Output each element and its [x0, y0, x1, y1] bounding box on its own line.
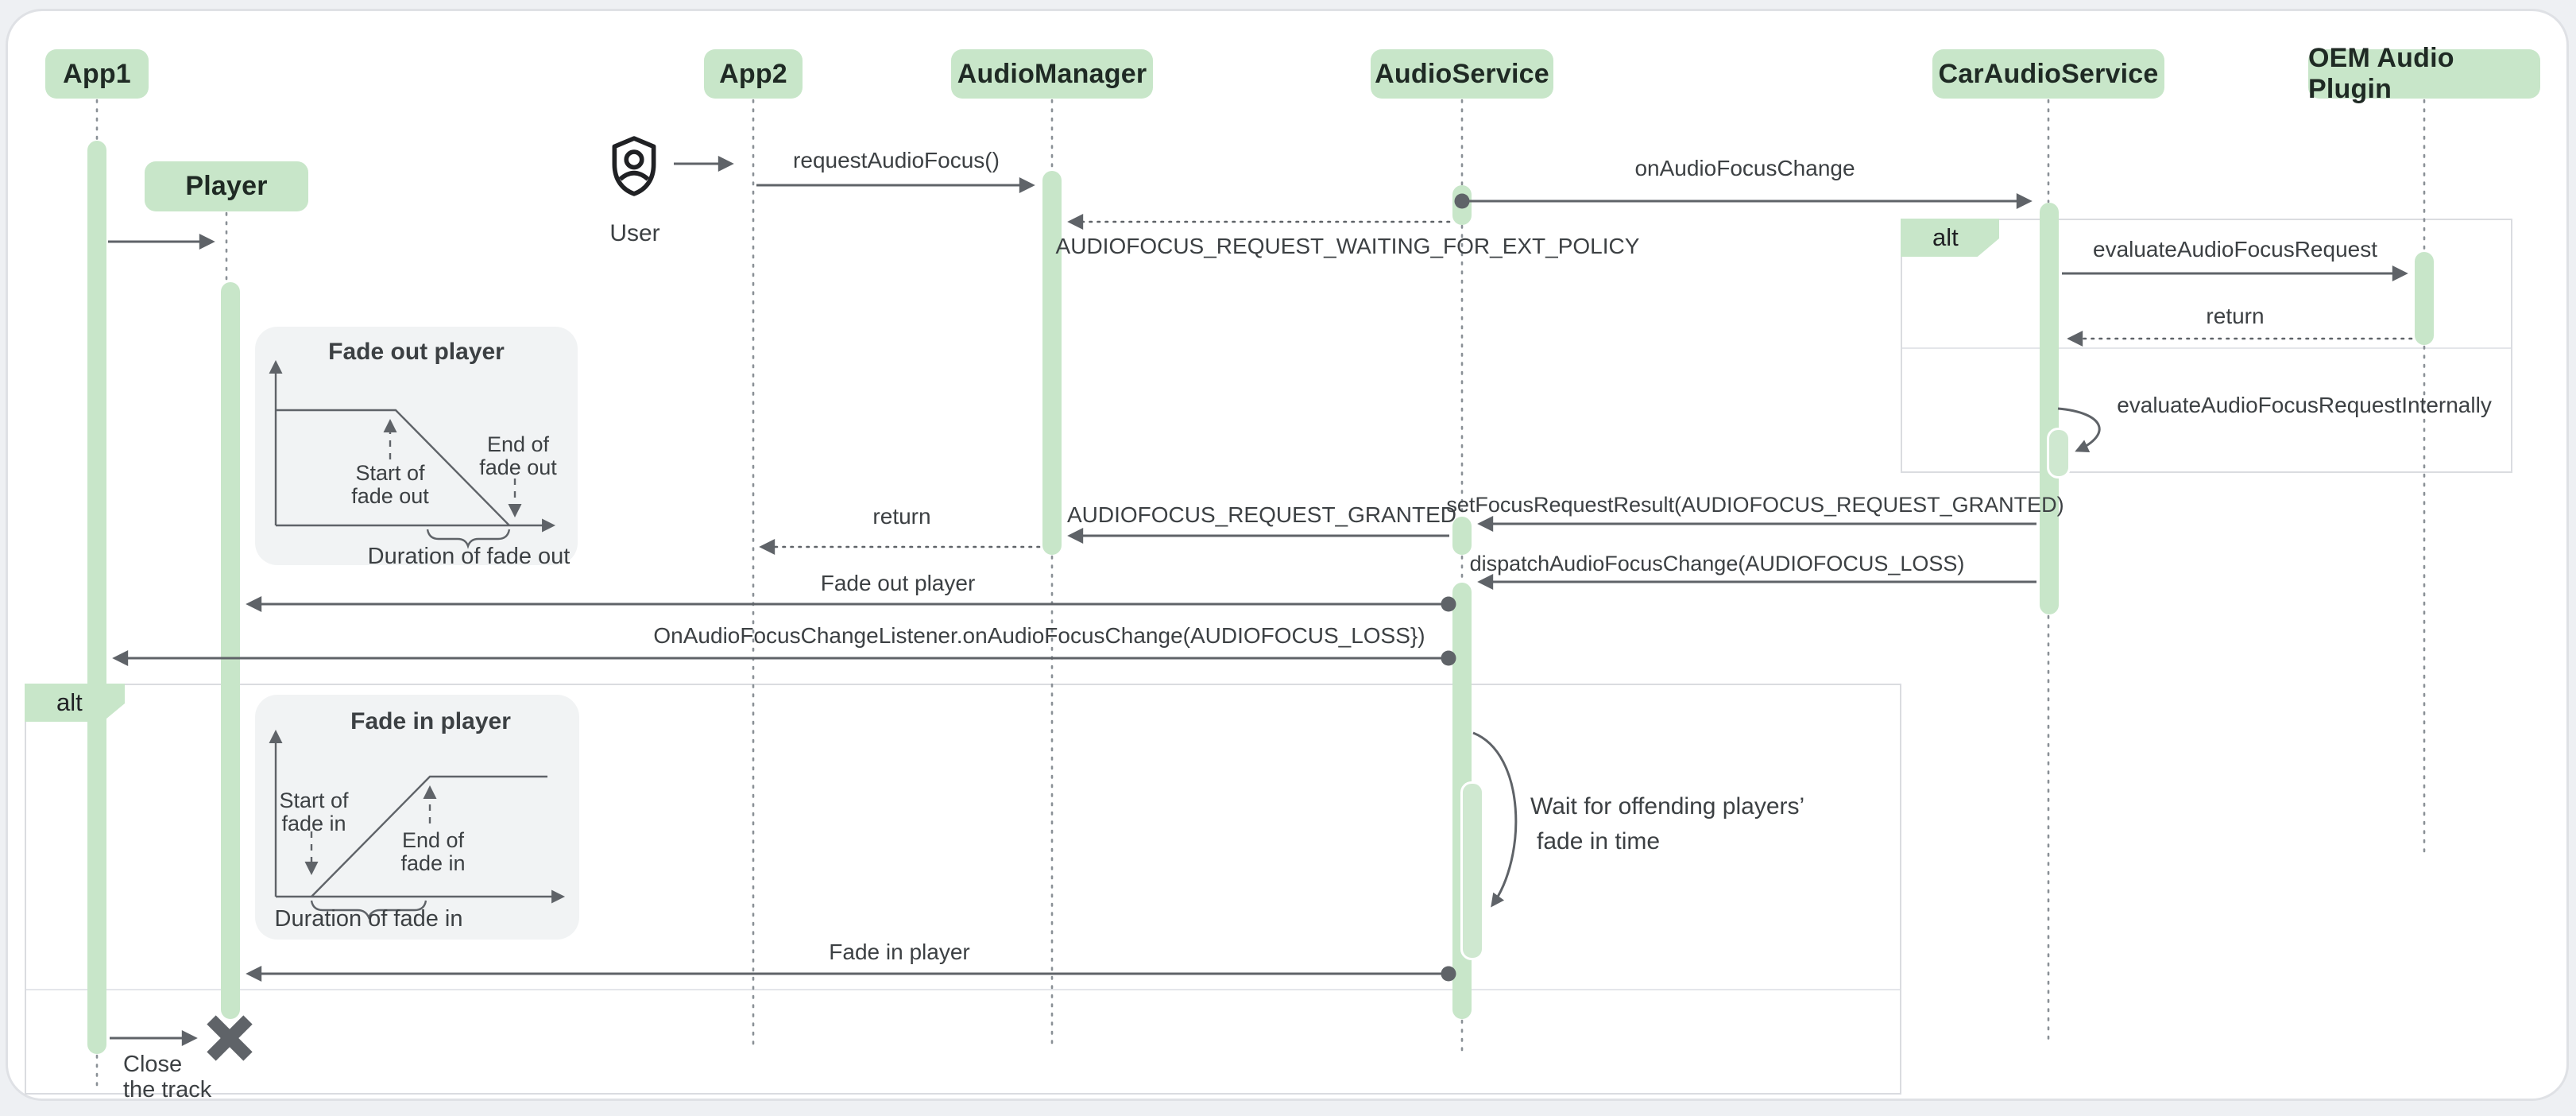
fade-in-end-label1: End of [401, 828, 465, 852]
fade-in-duration-label: Duration of fade in [274, 906, 463, 932]
note-wait-line2: fade in time [1537, 828, 1661, 854]
alt-frame-label-tab: alt [1901, 219, 1999, 257]
alt-frame-label-tab: alt [25, 684, 125, 722]
participant-label: AudioService [1375, 58, 1549, 89]
participant-label: CarAudioService [1938, 58, 2159, 89]
participant-label: App2 [719, 58, 787, 89]
activation-audioservice-1 [1452, 185, 1472, 225]
label-waiting-ext-policy: AUDIOFOCUS_REQUEST_WAITING_FOR_EXT_POLIC… [1055, 234, 1640, 258]
fade-in-chart-title: Fade in player [350, 708, 511, 734]
alt-frame-divider [26, 989, 1900, 990]
participant-audiomanager: AudioManager [951, 49, 1153, 99]
participant-label: App1 [63, 58, 131, 89]
label-dispatch-focus-loss: dispatchAudioFocusChange(AUDIOFOCUS_LOSS… [1469, 552, 1965, 575]
fade-in-start-label2: fade in [281, 812, 346, 835]
label-evaluate-audio-focus-request: evaluateAudioFocusRequest [2092, 237, 2378, 262]
alt-label: alt [56, 688, 83, 716]
participant-caraudioservice: CarAudioService [1932, 49, 2164, 99]
label-fade-in-player: Fade in player [829, 940, 970, 964]
label-return-app2: return [872, 504, 931, 529]
label-set-focus-request-result: setFocusRequestResult(AUDIOFOCUS_REQUEST… [1446, 493, 2064, 517]
activation-player [221, 282, 240, 1019]
fade-out-duration-label: Duration of fade out [367, 544, 571, 569]
participant-app1: App1 [45, 49, 149, 99]
participant-label: OEM Audio Plugin [2308, 43, 2454, 104]
participant-app2: App2 [704, 49, 803, 99]
label-close-line2: the track [123, 1077, 212, 1102]
fade-out-chart-title: Fade out player [328, 339, 505, 365]
label-fade-out-player: Fade out player [820, 571, 976, 595]
participant-oem-audio-plugin: OEM Audio Plugin [2308, 43, 2540, 104]
activation-audioservice-nested [1460, 781, 1484, 960]
label-close-line1: Close [123, 1052, 183, 1077]
fade-in-end-label2: fade in [400, 851, 466, 875]
alt-frame-fade-in [25, 684, 1901, 1095]
user-shield-icon [612, 136, 656, 196]
label-evaluate-internally: evaluateAudioFocusRequestInternally [2117, 393, 2492, 417]
fade-out-end-label2: fade out [479, 455, 557, 479]
label-return-oem: return [2206, 304, 2265, 328]
activation-oem-plugin [2415, 252, 2434, 345]
label-request-audio-focus: requestAudioFocus() [793, 148, 1000, 172]
actor-user-label: User [609, 220, 660, 246]
participant-audioservice: AudioService [1371, 49, 1553, 99]
activation-audiomanager [1042, 171, 1062, 555]
label-request-granted: AUDIOFOCUS_REQUEST_GRANTED [1066, 502, 1457, 527]
fade-out-end-label1: End of [486, 432, 550, 456]
alt-frame-focus-evaluation [1901, 219, 2512, 473]
fade-out-start-label1: Start of [355, 461, 425, 485]
alt-frame-divider [1902, 347, 2511, 349]
participant-label: AudioManager [957, 58, 1147, 89]
participant-player: Player [145, 161, 308, 211]
participant-label: Player [185, 171, 268, 201]
alt-label: alt [1932, 223, 1959, 251]
label-listener-focus-loss: OnAudioFocusChangeListener.onAudioFocusC… [653, 623, 1425, 648]
activation-caraudioservice-nested [2047, 428, 2071, 479]
activation-app1 [87, 141, 106, 1054]
activation-caraudioservice [2040, 203, 2059, 614]
label-on-audio-focus-change: onAudioFocusChange [1634, 156, 1855, 180]
note-wait-line1: Wait for offending players’ [1530, 793, 1805, 820]
fade-in-start-label1: Start of [279, 789, 349, 812]
fade-out-start-label2: fade out [351, 484, 429, 508]
activation-audioservice-2 [1452, 517, 1472, 555]
